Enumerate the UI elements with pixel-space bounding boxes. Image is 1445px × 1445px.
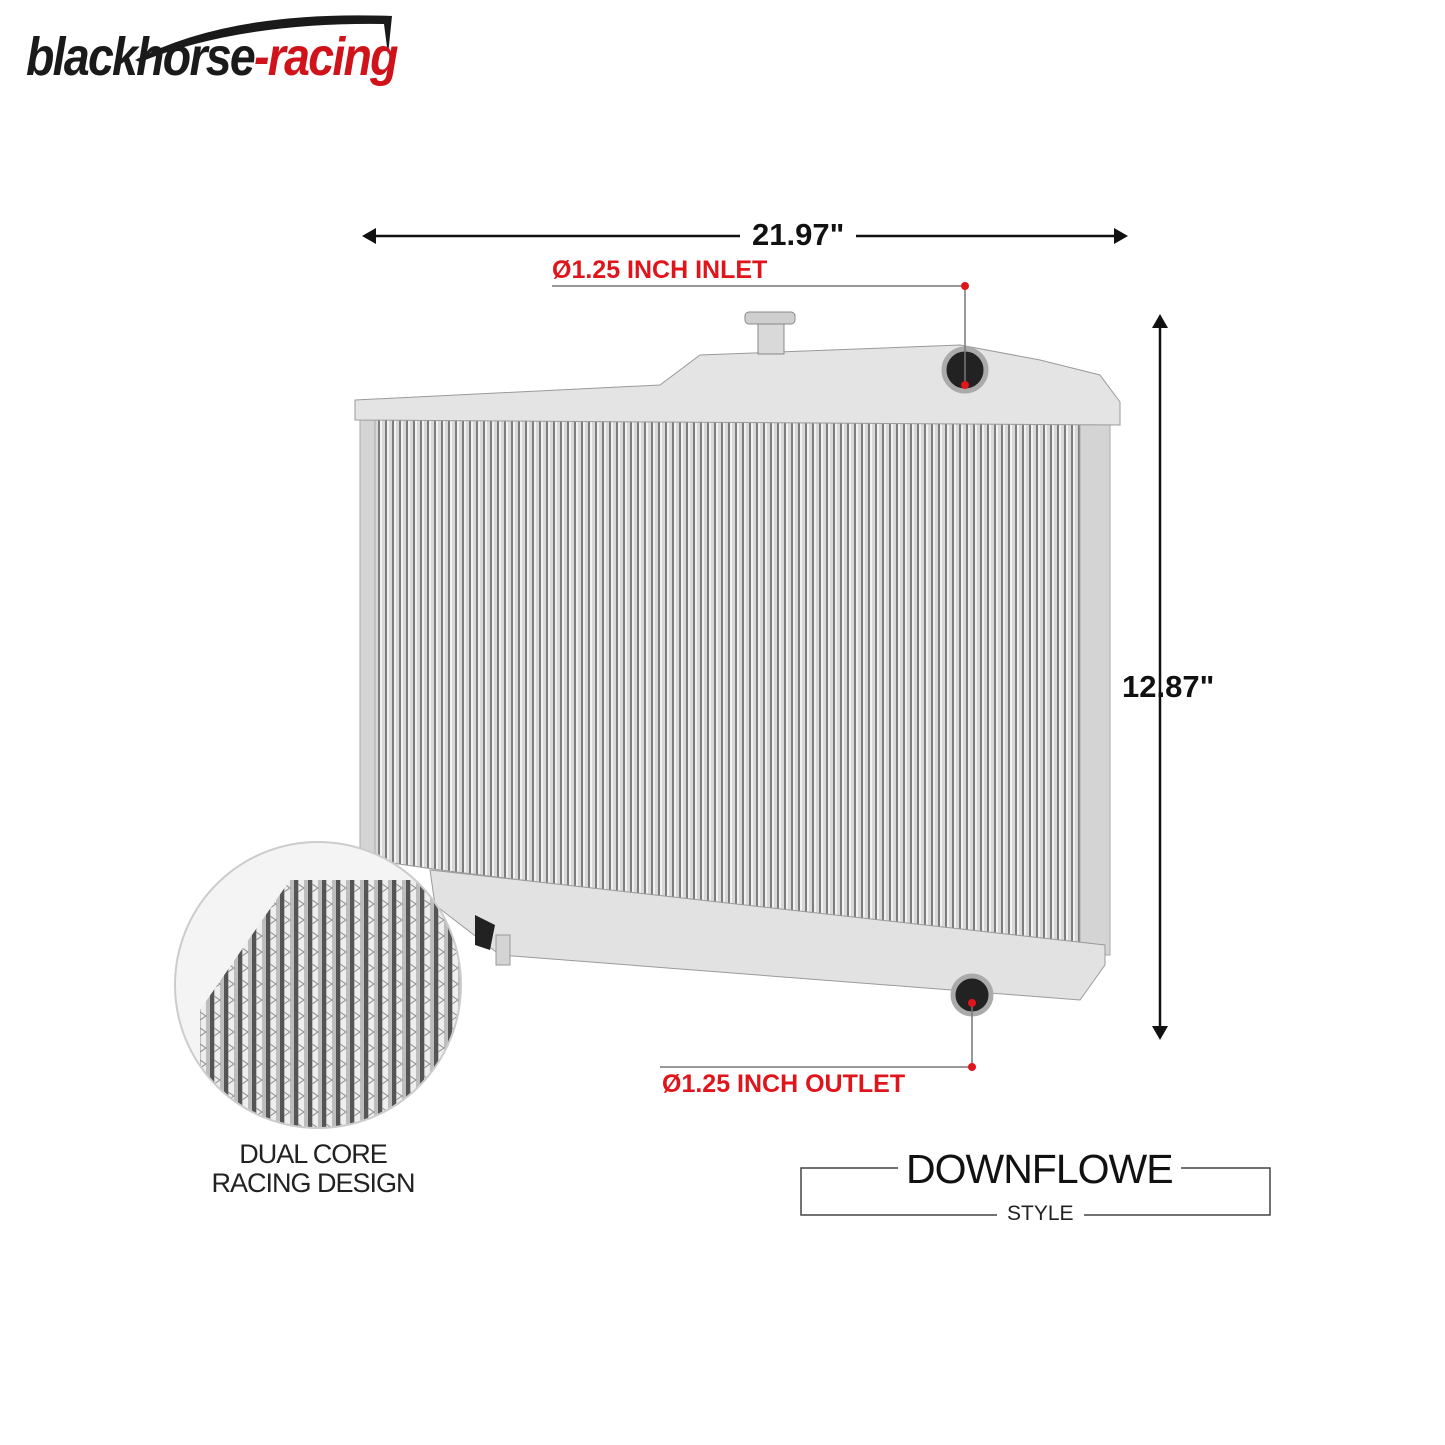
- logo-swoosh: [135, 15, 392, 62]
- flow-style-subtitle: STYLE: [997, 1202, 1084, 1226]
- brand-logo: blackhorse-racing: [26, 26, 399, 88]
- caption-line-1: DUAL CORE: [239, 1139, 388, 1169]
- inset-caption: DUAL CORE RACING DESIGN: [193, 1140, 433, 1198]
- logo-text-red: -racing: [254, 27, 399, 87]
- height-dimension: 12.87": [1122, 669, 1215, 704]
- flow-style-title: DOWNFLOWE: [898, 1146, 1181, 1193]
- outlet-label: Ø1.25 INCH OUTLET: [662, 1070, 906, 1098]
- caption-line-2: RACING DESIGN: [211, 1168, 415, 1198]
- logo-text-dark: blackhorse: [26, 27, 256, 87]
- inlet-label: Ø1.25 INCH INLET: [552, 256, 768, 284]
- dual-core-inset: [175, 842, 461, 1128]
- width-dimension: 21.97": [740, 217, 857, 253]
